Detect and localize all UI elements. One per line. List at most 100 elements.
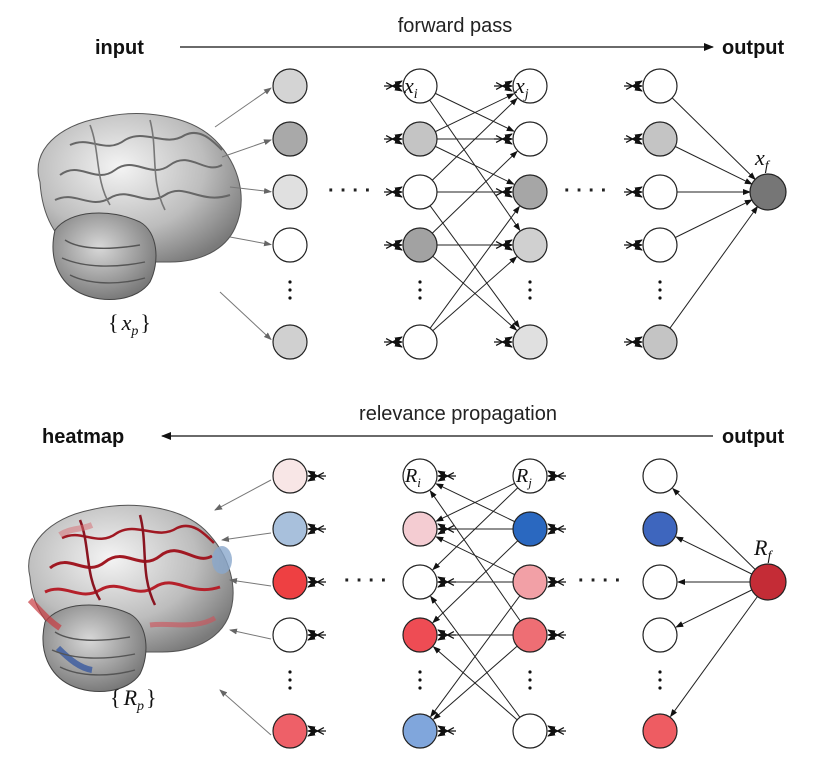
incoming-stub	[547, 523, 565, 533]
incoming-stub	[437, 629, 455, 639]
relevance-edge	[675, 536, 753, 575]
neuron-node	[402, 458, 438, 494]
incoming-stub	[385, 186, 403, 196]
neuron-node	[642, 324, 678, 360]
pixel-edge	[221, 139, 272, 158]
neuron-node	[272, 713, 308, 749]
pixel-edge	[229, 628, 272, 640]
forward-ellipsis-left: · · · ·	[328, 180, 371, 202]
neuron-node	[272, 617, 308, 653]
vertical-ellipsis	[658, 670, 662, 674]
incoming-stub	[307, 578, 325, 588]
incoming-stub	[547, 629, 565, 639]
relevance-edge	[672, 487, 757, 571]
incoming-stub	[495, 239, 513, 249]
forward-input-stubs	[384, 80, 643, 348]
incoming-stub	[307, 725, 325, 735]
neuron-node	[642, 564, 678, 600]
incoming-stub	[495, 82, 513, 92]
neuron-node	[512, 324, 548, 360]
forward-section: input forward pass output {xp} xi xj xf	[37, 15, 787, 360]
neuron-node	[272, 121, 308, 157]
incoming-stub	[437, 576, 455, 586]
incoming-stub	[495, 336, 513, 346]
neuron-node	[642, 174, 678, 210]
forward-output-label: output	[722, 37, 785, 59]
neuron-node	[402, 713, 438, 749]
incoming-stub	[307, 631, 325, 641]
incoming-stub	[625, 338, 643, 348]
vertical-ellipsis	[658, 296, 662, 300]
pixel-edge	[219, 689, 272, 736]
forward-nodes	[272, 68, 787, 360]
incoming-stub	[437, 523, 455, 533]
backward-section: heatmap relevance propagation output {Rp…	[27, 403, 787, 749]
pixel-edge	[229, 236, 272, 247]
incoming-stub	[495, 133, 513, 143]
forward-ellipsis-right: · · · ·	[564, 180, 607, 202]
incoming-stub	[437, 472, 455, 482]
vertical-ellipsis	[528, 280, 532, 284]
heatmap-set-label: {Rp}	[110, 685, 157, 714]
incoming-stub	[437, 525, 455, 535]
neuron-node	[402, 121, 438, 157]
pixel-edge	[214, 87, 272, 128]
neuron-node	[402, 68, 438, 104]
incoming-stub	[547, 578, 565, 588]
relevance-edge	[669, 595, 759, 718]
relevance-propagation-label: relevance propagation	[359, 403, 557, 425]
neuron-node	[402, 174, 438, 210]
incoming-stub	[495, 186, 513, 196]
incoming-stub	[495, 80, 513, 90]
vertical-ellipsis	[528, 296, 532, 300]
pixel-edge	[229, 186, 272, 194]
incoming-stub	[385, 239, 403, 249]
output-node	[749, 563, 787, 601]
neuron-node	[272, 227, 308, 263]
neuron-node	[512, 458, 548, 494]
incoming-stub	[547, 725, 565, 735]
vertical-ellipsis	[288, 686, 292, 690]
incoming-stub	[385, 338, 403, 348]
incoming-stub	[547, 472, 565, 482]
neuron-node	[512, 68, 548, 104]
neuron-node	[512, 174, 548, 210]
forward-node-j-label: xj	[514, 73, 529, 102]
heatmap-label: heatmap	[42, 426, 124, 448]
input-label: input	[95, 37, 144, 59]
relevance-edge	[432, 487, 519, 571]
vertical-ellipsis	[528, 678, 532, 682]
forward-node-f-label: xf	[754, 145, 771, 174]
connection-edge	[432, 256, 518, 332]
backward-ellipsis-left: · · · ·	[344, 570, 387, 592]
incoming-stub	[437, 578, 455, 588]
neuron-node	[512, 713, 548, 749]
vertical-ellipsis	[418, 288, 422, 292]
neuron-node	[402, 564, 438, 600]
incoming-stub	[625, 188, 643, 198]
vertical-ellipsis	[418, 686, 422, 690]
output-edge	[669, 205, 759, 329]
vertical-ellipsis	[528, 288, 532, 292]
neuron-node	[512, 617, 548, 653]
relevance-edge	[435, 482, 515, 522]
incoming-stub	[547, 631, 565, 641]
output-edge	[671, 97, 756, 181]
backward-input-stubs	[307, 470, 566, 737]
forward-node-i-label: xi	[403, 73, 418, 102]
pixel-edge	[214, 479, 272, 511]
backward-output-label: output	[722, 426, 785, 448]
incoming-stub	[437, 470, 455, 480]
neuron-node	[642, 227, 678, 263]
vertical-ellipsis	[658, 280, 662, 284]
backward-edges	[214, 479, 759, 736]
incoming-stub	[625, 239, 643, 249]
neuron-node	[512, 121, 548, 157]
incoming-stub	[385, 80, 403, 90]
vertical-ellipsis	[288, 670, 292, 674]
incoming-stub	[547, 576, 565, 586]
relevance-edge	[430, 595, 521, 718]
connection-edge	[431, 97, 518, 181]
connection-edge	[429, 205, 520, 329]
